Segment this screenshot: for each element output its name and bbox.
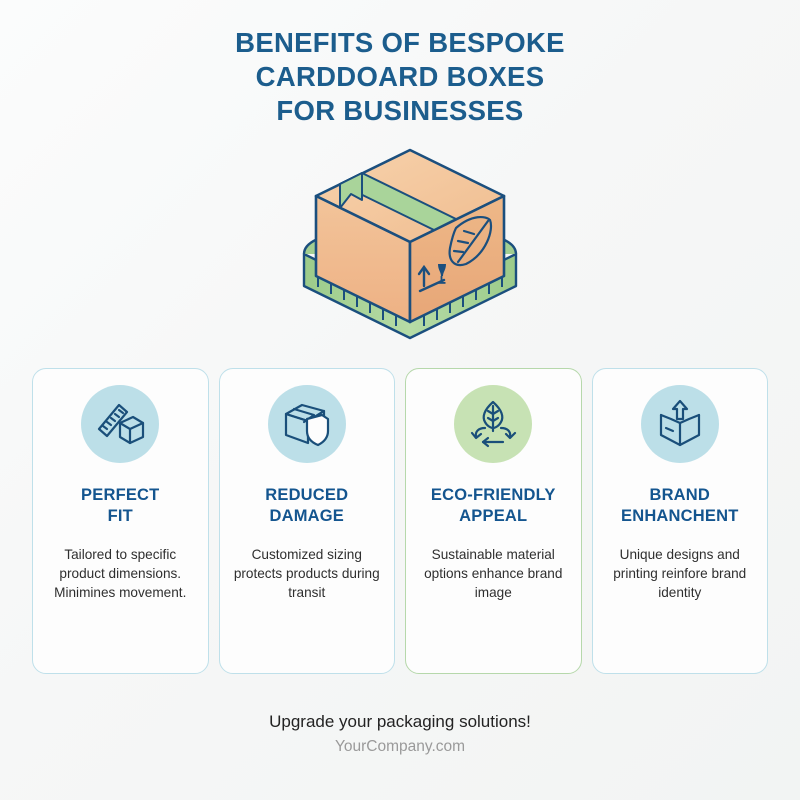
card-body-reduced-damage: Customized sizing protects products duri… (233, 547, 380, 600)
cardboard-box-measuring-tape-graphic (302, 148, 518, 340)
benefit-card-brand-enhancement[interactable]: BRAND ENHANCHENT Unique designs and prin… (591, 368, 768, 674)
card-body-brand-enhancement: Unique designs and printing reinfore bra… (613, 547, 747, 600)
card-title-line-1: ECO-FRIENDLY (430, 486, 556, 504)
card-title-line-2: DAMAGE (269, 507, 345, 525)
benefit-card-perfect-fit[interactable]: PERFECT FIT Tailored to specific product… (32, 368, 209, 674)
benefit-card-eco-friendly-appeal[interactable]: ECO-FRIENDLY APPEAL Sustainable material… (405, 368, 582, 674)
card-title-reduced-damage: REDUCED DAMAGE (220, 485, 395, 527)
icon-circle-brand-enhancement (640, 385, 719, 463)
card-title-perfect-fit: PERFECT FIT (33, 485, 208, 527)
cardboard-box (314, 148, 506, 324)
card-title-line-1: PERFECT (81, 486, 160, 504)
icon-circle-perfect-fit (81, 385, 160, 463)
fragile-glass-stamp (437, 264, 446, 284)
card-title-line-2: FIT (107, 507, 133, 525)
icon-circle-reduced-damage (267, 385, 346, 463)
ruler-and-box-icon (98, 403, 145, 445)
box-with-up-arrow-icon (659, 399, 700, 447)
benefit-cards: PERFECT FIT Tailored to specific product… (32, 368, 768, 674)
leaf-stamp (448, 215, 493, 267)
title-line-1: BENEFITS OF BESPOKE (235, 27, 565, 58)
card-body-perfect-fit: Tailored to specific product dimensions.… (54, 547, 187, 600)
footer: Upgrade your packaging solutions! YourCo… (0, 710, 800, 758)
card-title-line-1: BRAND (649, 486, 711, 504)
card-title-line-2: ENHANCHENT (621, 507, 739, 525)
footer-cta-text: Upgrade your packaging solutions! (269, 712, 531, 731)
box-with-shield-icon (284, 403, 329, 447)
page-title: BENEFITS OF BESPOKE CARDDOARD BOXES FOR … (0, 26, 800, 128)
title-line-2: CARDDOARD BOXES (255, 61, 545, 92)
card-title-line-1: REDUCED (265, 486, 349, 504)
leaf-recycle-icon (471, 400, 517, 448)
title-line-3: FOR BUSINESSES (276, 95, 524, 126)
card-title-eco-friendly: ECO-FRIENDLY APPEAL (406, 485, 581, 527)
card-title-line-2: APPEAL (459, 507, 528, 525)
icon-circle-eco-friendly (454, 385, 533, 463)
benefit-card-reduced-damage[interactable]: REDUCED DAMAGE Customized sizing protect… (218, 368, 395, 674)
this-way-up-arrow-stamp (417, 264, 446, 293)
footer-website-url[interactable]: YourCompany.com (334, 738, 466, 755)
card-body-eco-friendly: Sustainable material options enhance bra… (424, 547, 563, 600)
hero-illustration (296, 136, 524, 344)
card-title-brand-enhancement: BRAND ENHANCHENT (593, 485, 768, 527)
